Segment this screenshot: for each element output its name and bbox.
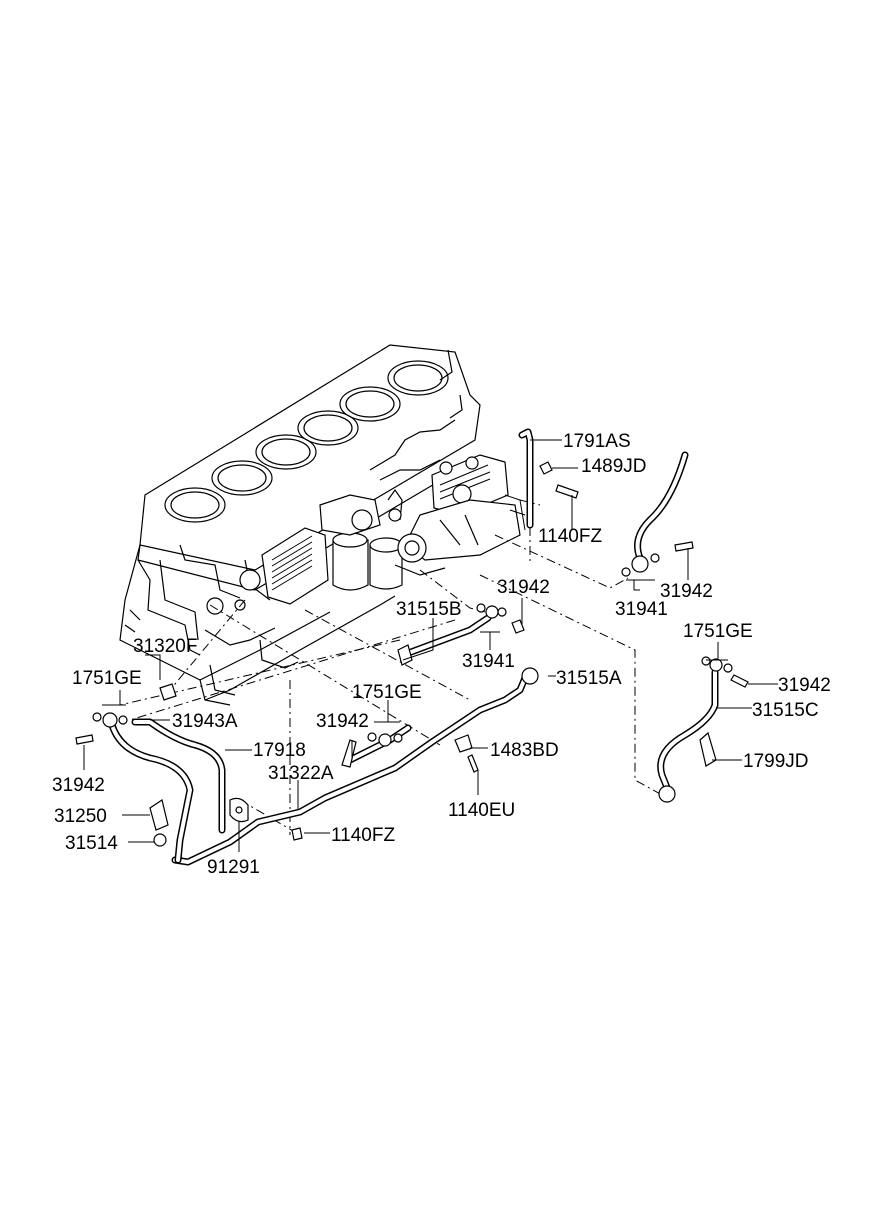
label-31942-left: 31942 [52, 775, 105, 796]
label-31514: 31514 [65, 833, 118, 854]
pipe-1791AS [518, 428, 534, 529]
label-1140FZ-bottom: 1140FZ [331, 825, 395, 846]
label-31322A: 31322A [268, 763, 334, 784]
label-1483BD: 1483BD [490, 740, 559, 761]
label-31941-right: 31941 [615, 599, 668, 620]
oil-cooler-housing [206, 527, 329, 615]
small-parts [75, 461, 749, 847]
pipe-31515C [657, 656, 733, 803]
label-31320F: 31320F [133, 636, 197, 657]
label-1140EU: 1140EU [448, 800, 515, 821]
pipe-right-upper [621, 451, 689, 577]
label-91291: 91291 [207, 857, 260, 878]
pipe-31515B [397, 603, 525, 666]
engine-block [119, 344, 481, 706]
part-labels: 1791AS 1489JD 1140FZ 31942 31941 31942 3… [52, 431, 831, 878]
pipe-lower-left [92, 712, 194, 864]
label-31942-far-right: 31942 [778, 675, 831, 696]
label-31250: 31250 [54, 806, 107, 827]
label-1489JD: 1489JD [581, 456, 647, 477]
leader-dashed-lines [119, 470, 663, 836]
cylinder-bores [164, 360, 449, 523]
label-31942-right-top: 31942 [660, 581, 713, 602]
label-31942-mid: 31942 [316, 711, 369, 732]
oil-filters [319, 494, 403, 591]
leader-lines [83, 439, 778, 852]
label-1799JD: 1799JD [743, 751, 809, 772]
label-1751GE-right: 1751GE [683, 621, 753, 642]
label-1751GE-center: 1751GE [352, 682, 422, 703]
label-31515C: 31515C [752, 700, 819, 721]
pipe-31322A [171, 667, 539, 866]
label-1791AS: 1791AS [563, 431, 631, 452]
label-31515A: 31515A [556, 668, 622, 689]
air-compressor [387, 454, 526, 576]
label-17918: 17918 [253, 740, 306, 761]
label-31515B: 31515B [396, 599, 462, 620]
label-31941-center: 31941 [462, 651, 515, 672]
label-1751GE-left: 1751GE [72, 668, 142, 689]
label-1140FZ-top: 1140FZ [538, 526, 602, 547]
label-31942-center: 31942 [497, 577, 550, 598]
pipe-17918 [131, 718, 226, 834]
pipe-center-small [346, 724, 412, 764]
label-31943A: 31943A [172, 711, 238, 732]
